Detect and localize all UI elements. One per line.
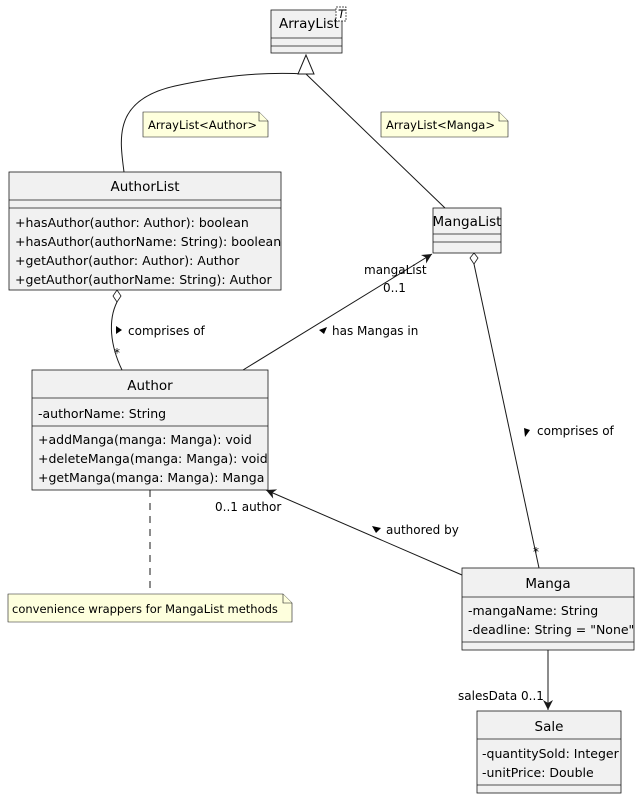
label-author-mangalist: has Mangas in [319,324,418,338]
class-mangalist: MangaList [433,207,502,254]
class-mangalist-name: MangaList [433,214,502,230]
edge-author-mangalist [242,253,433,371]
multiplicity-mangalist: 0..1 [383,281,406,295]
svg-text:comprises of: comprises of [128,324,206,338]
svg-text:ArrayList<Manga>: ArrayList<Manga> [386,118,495,132]
class-author: Author -authorName: String +addManga(man… [31,369,269,491]
svg-text:authored by: authored by [386,523,459,537]
role-author: 0..1 author [215,500,281,514]
multiplicity-many-author: * [114,346,120,360]
edge-authorlist-arraylist [120,72,307,173]
class-manga-name: Manga [525,576,570,592]
label-authorlist-author: comprises of [116,324,206,338]
class-authorlist-name: AuthorList [110,179,179,195]
generalization-arrowhead [297,53,315,75]
label-mangalist-manga: comprises of [524,424,615,438]
authorlist-method: +getAuthor(authorName: String): Author [15,272,273,287]
author-field: -authorName: String [38,406,166,421]
aggregation-diamond-authorlist [112,289,122,303]
role-sales-data: salesData 0..1 [458,689,544,703]
author-method: +deleteManga(manga: Manga): void [38,451,268,466]
edge-mangalist-manga [473,263,540,569]
class-sale: Sale -quantitySold: Integer -unitPrice: … [476,710,622,794]
class-author-name: Author [127,378,173,394]
note-arraylist-author: ArrayList<Author> [142,111,269,138]
edge-manga-author [265,489,463,576]
note-convenience-wrappers: convenience wrappers for MangaList metho… [7,593,293,623]
manga-field: -mangaName: String [468,603,598,618]
author-method: +addManga(manga: Manga): void [38,432,252,447]
svg-text:convenience wrappers for Manga: convenience wrappers for MangaList metho… [12,602,278,616]
aggregation-diamond-mangalist [469,252,479,265]
class-arraylist: ArrayList T [270,6,347,54]
author-method: +getManga(manga: Manga): Manga [38,470,264,485]
authorlist-method: +hasAuthor(authorName: String): boolean [15,234,281,249]
manga-field: -deadline: String = "None" [468,622,634,637]
role-mangalist: mangaList [364,263,427,277]
sale-field: -quantitySold: Integer [482,746,620,761]
edge-authorlist-author [110,301,123,371]
authorlist-method: +getAuthor(author: Author): Author [15,253,240,268]
class-manga: Manga -mangaName: String -deadline: Stri… [461,567,635,651]
sale-field: -unitPrice: Double [482,765,594,780]
svg-text:comprises of: comprises of [537,424,615,438]
class-authorlist: AuthorList +hasAuthor(author: Author): b… [8,171,282,291]
class-sale-name: Sale [535,719,564,735]
authorlist-method: +hasAuthor(author: Author): boolean [15,215,249,230]
edge-mangalist-arraylist [305,73,446,209]
svg-text:has Mangas in: has Mangas in [332,324,418,338]
svg-text:ArrayList<Author>: ArrayList<Author> [148,118,257,132]
class-arraylist-name: ArrayList [279,16,339,32]
note-arraylist-manga: ArrayList<Manga> [380,111,509,138]
class-arraylist-type-param: T [338,7,346,21]
label-manga-author: authored by [372,523,459,537]
multiplicity-many-manga: * [533,545,539,559]
